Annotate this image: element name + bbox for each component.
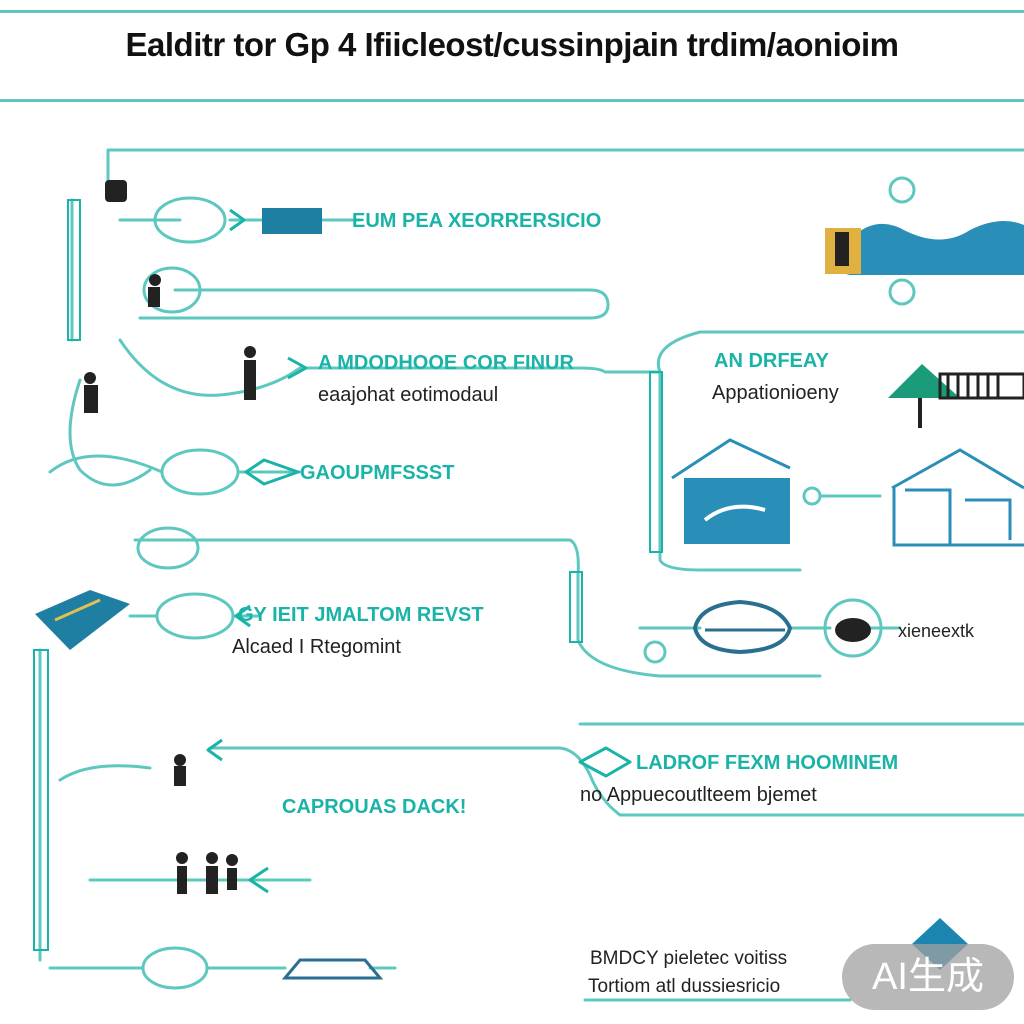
house-icon xyxy=(891,448,1024,547)
node-top-right-1 xyxy=(888,176,916,204)
connector-right-box xyxy=(657,330,1024,572)
node-row-1 xyxy=(153,196,227,244)
tent-icon xyxy=(888,364,1024,428)
arrow-row-6 xyxy=(234,604,251,628)
scanner-icon xyxy=(835,618,871,642)
train-icon xyxy=(281,958,384,980)
arrow-row-4 xyxy=(244,458,300,486)
node-right-row-3 xyxy=(802,486,822,506)
node-right-scanner xyxy=(823,598,883,658)
label-bottom-right: BMDCY pieletec voitiss xyxy=(590,948,788,969)
connector-row-5 xyxy=(133,538,822,678)
landscape-icon xyxy=(825,221,1024,275)
label-row-3: A MDODHOOE cor Finur xyxy=(318,352,574,374)
ai-generated-watermark: AI生成 xyxy=(842,944,1014,1010)
label-row-1: eum pea xeorrersicio xyxy=(352,210,602,232)
connector-top-frame xyxy=(106,148,1024,197)
node-row-2 xyxy=(142,266,202,314)
connector-row-8 xyxy=(58,764,152,782)
label-bottom-right-sub: Tortiom atl dussiesricio xyxy=(588,976,781,997)
node-row-4 xyxy=(160,448,240,496)
connector-row-4 xyxy=(48,454,302,474)
node-row-10 xyxy=(141,946,209,990)
arrow-right-row-7 xyxy=(578,746,632,778)
label-right-row-7: LADROF FEXM HOOMINEM xyxy=(636,752,899,774)
arrow-row-7 xyxy=(206,738,223,762)
label-row-6: GY IEIT JMALTOM REVST xyxy=(238,604,484,626)
node-right-row-6 xyxy=(643,640,667,664)
arrow-row-3 xyxy=(287,356,308,380)
person-icon xyxy=(84,180,322,894)
connector-row-2 xyxy=(138,288,610,320)
cabin-icon xyxy=(671,438,791,544)
label-right-box: AN DRFEAY xyxy=(714,350,829,372)
title-bar xyxy=(0,10,1024,102)
label-right-scanner: xieneextk xyxy=(898,621,975,641)
label-row-3-sub: eaajohat eotimodaul xyxy=(318,384,499,406)
label-right-box-sub: Appationioeny xyxy=(712,382,839,404)
book-icon xyxy=(35,590,130,650)
connector-row-3b xyxy=(68,378,152,487)
node-row-6 xyxy=(155,592,235,640)
page-title: Ealditr tor Gp 4 Ifiicleost/cussinpjain … xyxy=(125,26,899,63)
label-row-4: GAOUPMFSSST xyxy=(300,462,455,484)
bus-icon xyxy=(692,599,793,655)
arrow-row-1 xyxy=(229,208,246,232)
node-top-right-2 xyxy=(888,278,916,306)
label-right-row-7-sub: no Appuecoutlteem bjemet xyxy=(580,784,817,806)
node-row-5 xyxy=(136,526,200,570)
connector-left-spine xyxy=(38,198,74,962)
connector-row-7 xyxy=(208,746,1024,817)
arrow-row-8 xyxy=(248,866,269,894)
connector-row-3 xyxy=(118,338,662,397)
label-row-6-sub: Alcaed I Rtegomint xyxy=(232,636,401,658)
label-row-8: CAPROUAS DACK! xyxy=(282,796,467,818)
ladder-left xyxy=(33,199,663,951)
